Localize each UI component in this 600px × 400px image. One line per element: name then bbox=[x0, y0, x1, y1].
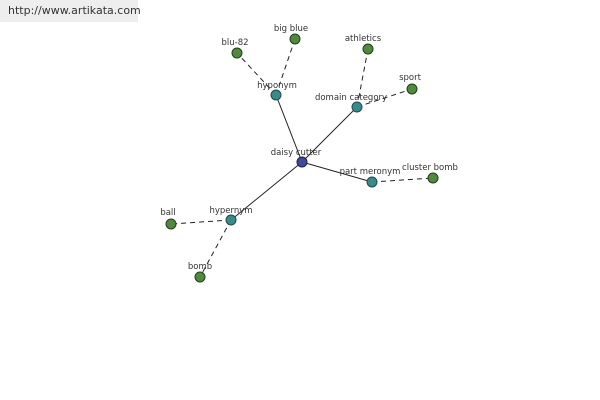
edge-hypernym-ball bbox=[170, 219, 232, 225]
label-bomb: bomb bbox=[188, 262, 212, 272]
edge-center-part-meronym bbox=[301, 161, 373, 183]
node-cluster-bomb[interactable] bbox=[427, 172, 439, 184]
edge-domain-category-sport bbox=[356, 88, 413, 108]
label-ball: ball bbox=[160, 208, 175, 218]
node-part-meronym[interactable] bbox=[366, 176, 378, 188]
label-athletics: athletics bbox=[345, 34, 382, 44]
edge-center-hyponym bbox=[275, 94, 303, 163]
label-part-meronym: part meronym bbox=[340, 167, 401, 177]
edge-hypernym-bomb bbox=[199, 219, 232, 278]
node-hypernym[interactable] bbox=[225, 214, 237, 226]
label-cluster-bomb: cluster bomb bbox=[402, 163, 458, 173]
label-big-blue: big blue bbox=[274, 24, 308, 34]
label-sport: sport bbox=[399, 73, 422, 83]
node-ball[interactable] bbox=[165, 218, 177, 230]
edge-center-domain-category bbox=[301, 106, 358, 163]
edge-hyponym-blu-82 bbox=[236, 52, 277, 96]
node-athletics[interactable] bbox=[362, 43, 374, 55]
node-big-blue[interactable] bbox=[289, 33, 301, 45]
edge-domain-category-athletics bbox=[356, 48, 369, 108]
node-hyponym[interactable] bbox=[270, 89, 282, 101]
node-domain-category[interactable] bbox=[351, 101, 363, 113]
edge-center-hypernym bbox=[230, 161, 303, 221]
node-bomb[interactable] bbox=[194, 271, 206, 283]
node-sport[interactable] bbox=[406, 83, 418, 95]
node-daisy-cutter[interactable] bbox=[296, 156, 308, 168]
label-hyponym: hyponym bbox=[257, 81, 297, 91]
node-blu-82[interactable] bbox=[231, 47, 243, 59]
label-blu-82: blu-82 bbox=[221, 38, 248, 48]
label-daisy-cutter: daisy cutter bbox=[271, 148, 322, 158]
label-domain-category: domain category bbox=[315, 93, 387, 103]
label-hypernym: hypernym bbox=[209, 206, 252, 216]
edge-hyponym-big-blue bbox=[275, 38, 296, 96]
artikata-link[interactable]: http://www.artikata.com bbox=[0, 0, 141, 22]
edge-part-meronym-cluster-bomb bbox=[371, 177, 434, 183]
